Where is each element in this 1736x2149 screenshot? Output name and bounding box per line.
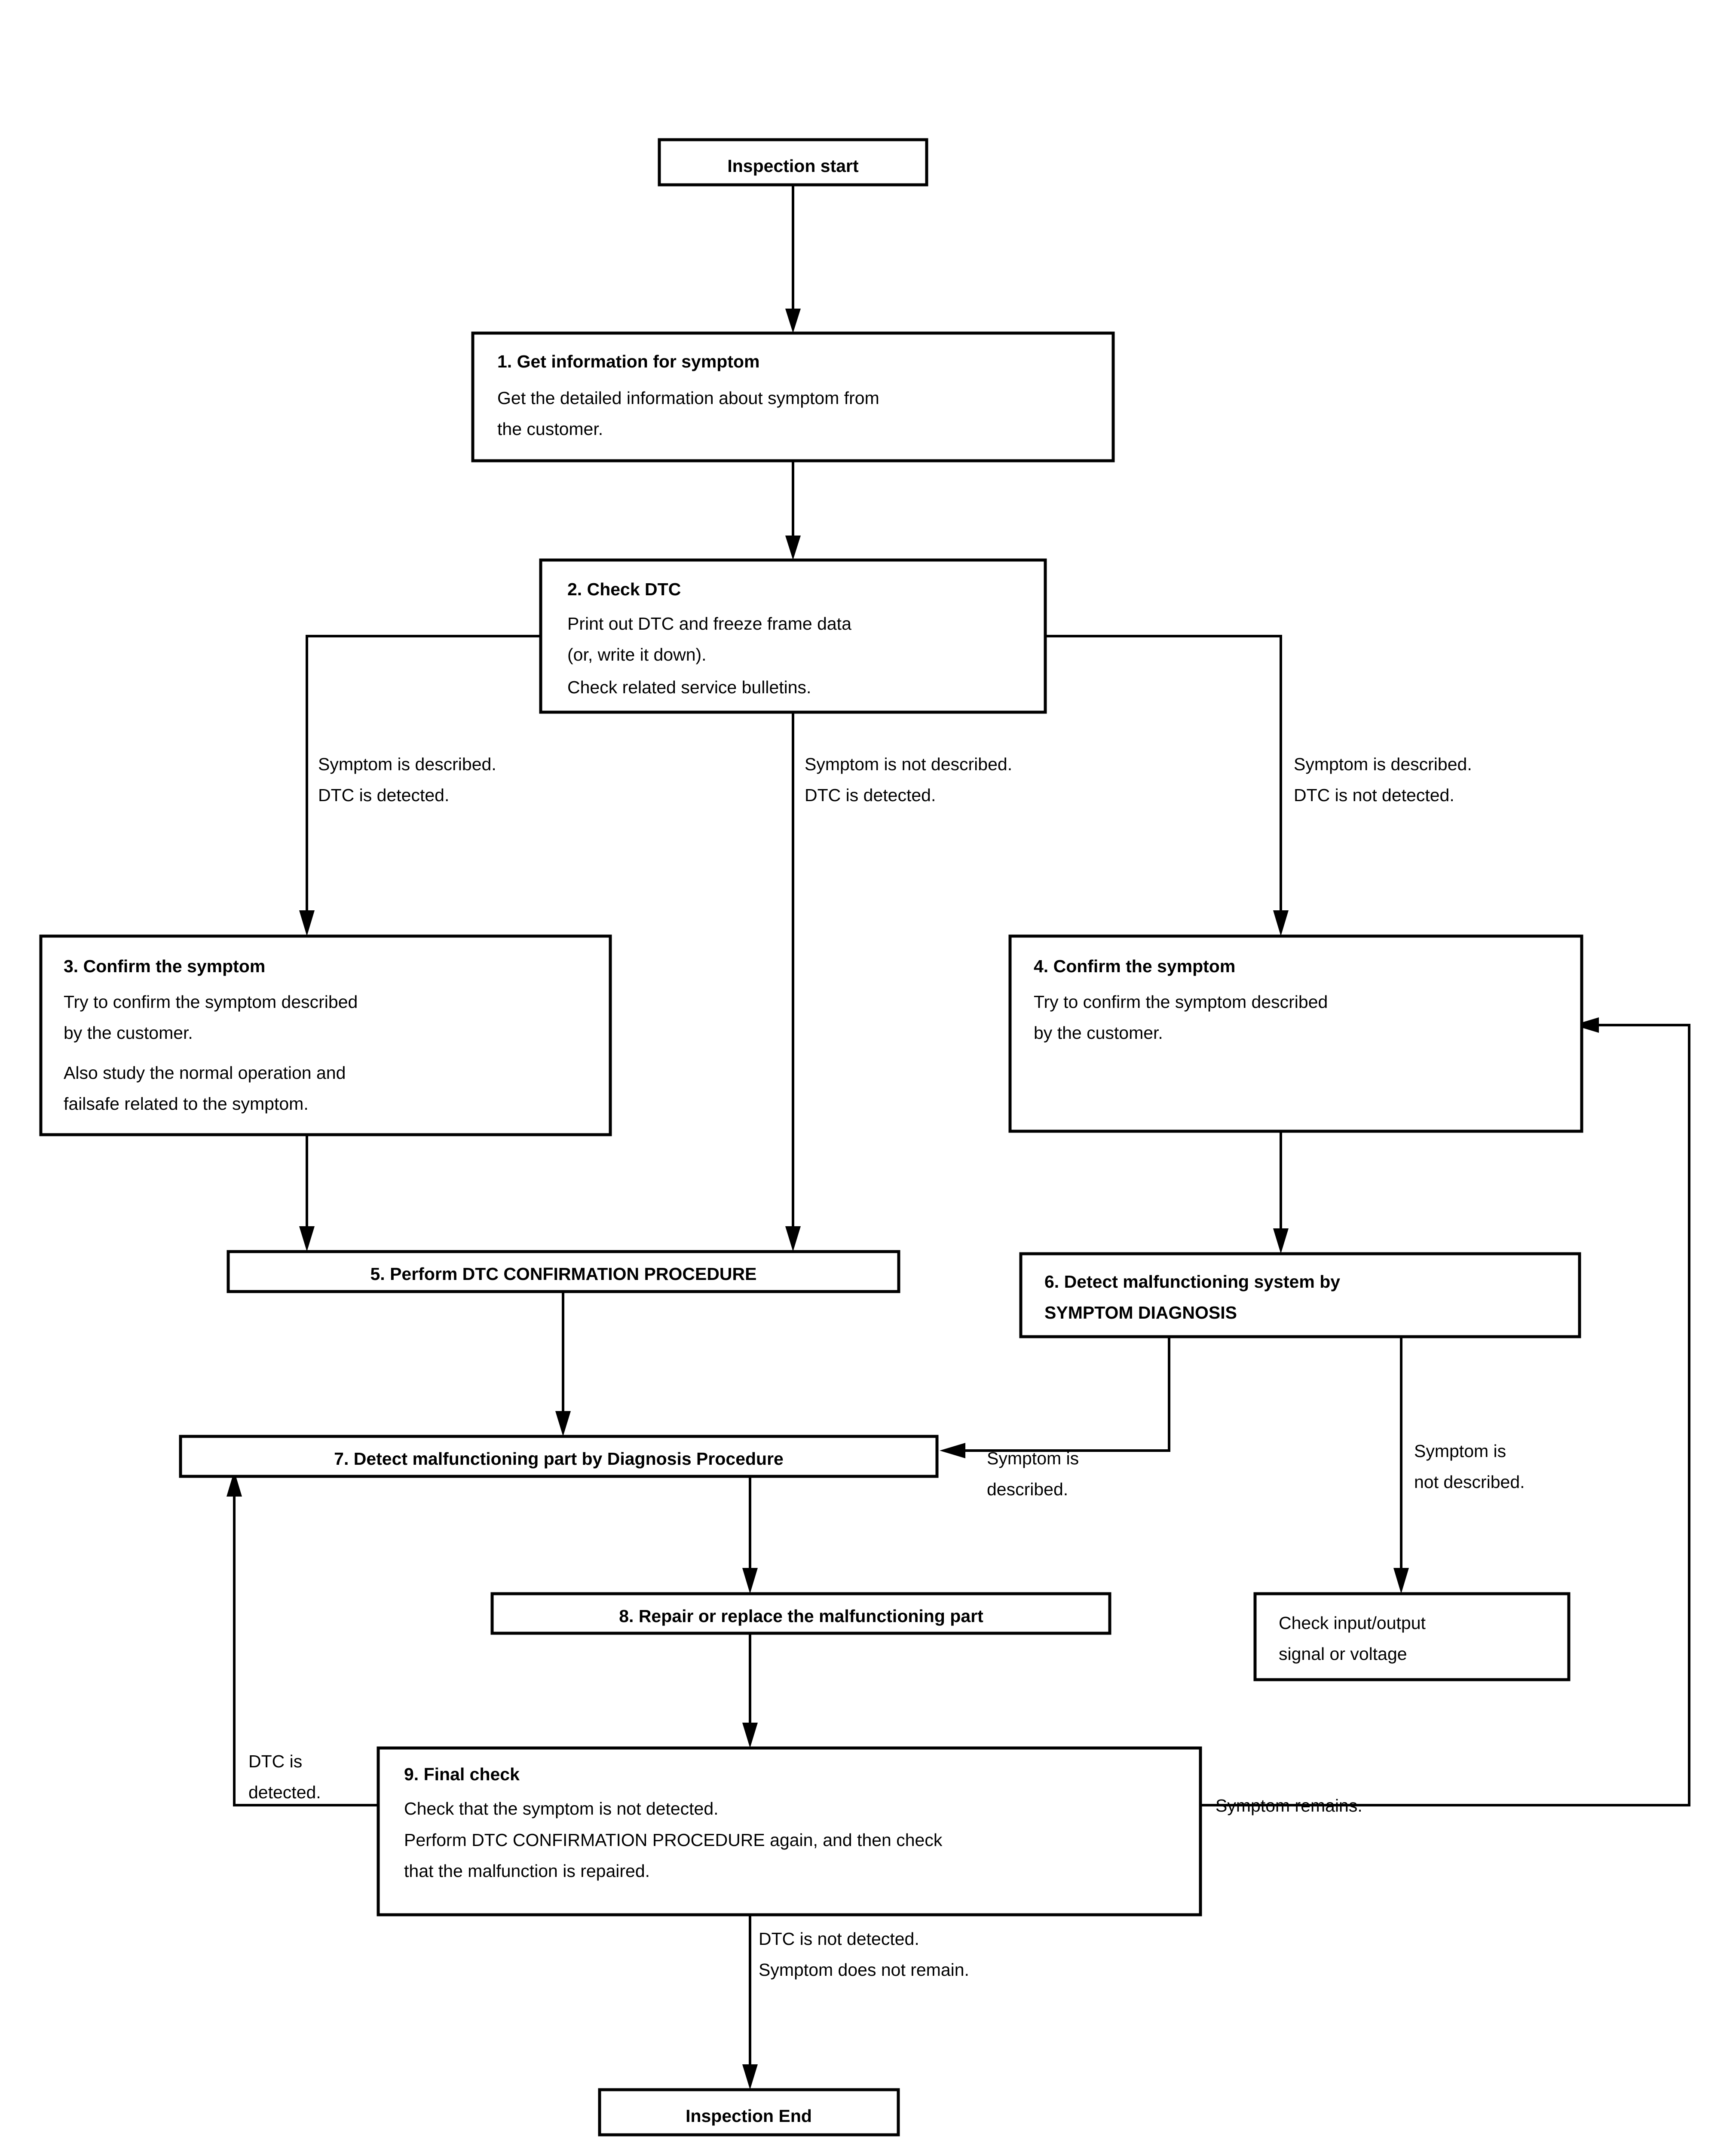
check-io-line-1: Check input/output <box>1279 1613 1426 1633</box>
connector-step9-to-step7-loop <box>227 1471 378 1806</box>
branch-left-line-1: Symptom is described. <box>318 754 496 774</box>
final-pass-line-2: Symptom does not remain. <box>759 1960 969 1980</box>
step4-title: 4. Confirm the symptom <box>1034 956 1235 976</box>
symptom-described-line-1: Symptom is <box>987 1448 1079 1468</box>
step1-title: 1. Get information for symptom <box>497 352 760 371</box>
step2-line-3: Check related service bulletins. <box>567 677 811 697</box>
step4-line-2: by the customer. <box>1034 1023 1163 1043</box>
step3-line-3: Also study the normal operation and <box>64 1063 346 1083</box>
label-dtc-detected-loop: DTC is detected. <box>248 1751 321 1802</box>
step9-title: 9. Final check <box>404 1764 520 1784</box>
step6-title-line-1: 6. Detect malfunctioning system by <box>1044 1272 1340 1292</box>
label-symptom-described: Symptom is described. <box>987 1448 1079 1499</box>
final-pass-line-1: DTC is not detected. <box>759 1929 919 1949</box>
connector-step9-to-end <box>742 1915 758 2090</box>
inspection-start-label: Inspection start <box>727 156 859 176</box>
branch-right-line-2: DTC is not detected. <box>1294 785 1454 805</box>
connector-step4-to-step6 <box>1273 1131 1289 1254</box>
connector-step2-to-step4 <box>1045 635 1289 936</box>
node-step9[interactable]: 9. Final check Check that the symptom is… <box>377 1746 1202 1916</box>
node-step6[interactable]: 6. Detect malfunctioning system by SYMPT… <box>1019 1252 1581 1338</box>
step3-line-2: by the customer. <box>64 1023 193 1043</box>
symptom-remains-line-1: Symptom remains. <box>1216 1796 1362 1815</box>
label-branch-right: Symptom is described. DTC is not detecte… <box>1294 754 1472 805</box>
symptom-described-line-2: described. <box>987 1479 1068 1499</box>
branch-left-line-2: DTC is detected. <box>318 785 449 805</box>
branch-middle-line-2: DTC is detected. <box>805 785 936 805</box>
node-step3[interactable]: 3. Confirm the symptom Try to confirm th… <box>39 934 612 1136</box>
step2-title: 2. Check DTC <box>567 579 681 599</box>
dtc-detected-loop-line-1: DTC is <box>248 1751 302 1771</box>
connector-step7-to-step8 <box>742 1472 758 1594</box>
step1-line-2: the customer. <box>497 419 603 439</box>
label-symptom-not-described: Symptom is not described. <box>1414 1441 1525 1492</box>
node-step8[interactable]: 8. Repair or replace the malfunctioning … <box>490 1592 1111 1635</box>
step8-title: 8. Repair or replace the malfunctioning … <box>619 1606 983 1626</box>
connector-step1-to-step2 <box>785 461 801 560</box>
node-inspection-start[interactable]: Inspection start <box>658 138 928 187</box>
label-branch-middle: Symptom is not described. DTC is detecte… <box>805 754 1012 805</box>
inspection-end-label: Inspection End <box>686 2106 812 2126</box>
step9-line-1: Check that the symptom is not detected. <box>404 1799 719 1818</box>
symptom-not-described-line-1: Symptom is <box>1414 1441 1506 1461</box>
step9-line-3: that the malfunction is repaired. <box>404 1861 650 1881</box>
connector-start-to-step1 <box>785 185 801 333</box>
dtc-detected-loop-line-2: detected. <box>248 1782 321 1802</box>
step1-line-1: Get the detailed information about sympt… <box>497 388 879 408</box>
label-branch-left: Symptom is described. DTC is detected. <box>318 754 496 805</box>
node-step2[interactable]: 2. Check DTC Print out DTC and freeze fr… <box>539 558 1047 714</box>
step9-line-2: Perform DTC CONFIRMATION PROCEDURE again… <box>404 1830 943 1850</box>
connector-step9-to-step4-loop <box>1200 1017 1690 1806</box>
connector-step5-to-step7 <box>555 1292 571 1436</box>
connector-step2-to-step5 <box>785 712 801 1252</box>
node-step5[interactable]: 5. Perform DTC CONFIRMATION PROCEDURE <box>227 1250 900 1293</box>
node-check-io[interactable]: Check input/output signal or voltage <box>1253 1592 1571 1681</box>
step7-title: 7. Detect malfunctioning part by Diagnos… <box>334 1449 784 1469</box>
node-step7[interactable]: 7. Detect malfunctioning part by Diagnos… <box>179 1435 939 1478</box>
step3-line-1: Try to confirm the symptom described <box>64 992 358 1012</box>
step2-line-2: (or, write it down). <box>567 645 707 664</box>
node-step4[interactable]: 4. Confirm the symptom Try to confirm th… <box>1008 934 1583 1133</box>
connector-step6-to-check-io <box>1393 1337 1409 1594</box>
connector-step2-to-step3 <box>299 635 541 936</box>
label-symptom-remains: Symptom remains. <box>1216 1796 1362 1815</box>
check-io-line-2: signal or voltage <box>1279 1644 1407 1664</box>
branch-right-line-1: Symptom is described. <box>1294 754 1472 774</box>
step3-title: 3. Confirm the symptom <box>64 956 265 976</box>
connector-step8-to-step9 <box>742 1633 758 1748</box>
step3-line-4: failsafe related to the symptom. <box>64 1094 309 1114</box>
connector-step3-to-step5 <box>299 1135 315 1252</box>
label-final-pass: DTC is not detected. Symptom does not re… <box>759 1929 969 1980</box>
node-inspection-end[interactable]: Inspection End <box>598 2088 900 2137</box>
branch-middle-line-1: Symptom is not described. <box>805 754 1012 774</box>
symptom-not-described-line-2: not described. <box>1414 1472 1525 1492</box>
step6-title-line-2: SYMPTOM DIAGNOSIS <box>1044 1303 1237 1322</box>
step2-line-1: Print out DTC and freeze frame data <box>567 614 851 634</box>
step5-title: 5. Perform DTC CONFIRMATION PROCEDURE <box>370 1264 756 1284</box>
step4-line-1: Try to confirm the symptom described <box>1034 992 1328 1012</box>
connector-step6-to-step7 <box>940 1337 1170 1458</box>
node-step1[interactable]: 1. Get information for symptom Get the d… <box>471 331 1115 462</box>
